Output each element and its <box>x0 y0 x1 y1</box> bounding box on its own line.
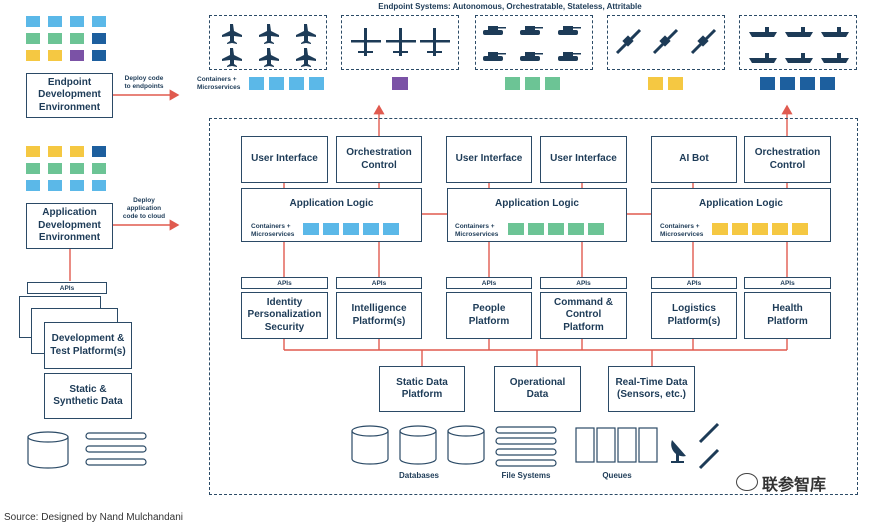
real-time-data: Real-Time Data (Sensors, etc.) <box>608 366 695 412</box>
endpoint-group-ships <box>739 15 857 70</box>
deploy-endpoints-label: Deploy code to endpoints <box>124 75 164 90</box>
app-logic-1-title: Application Logic <box>289 198 374 209</box>
dev-test-platform: Development & Test Platform(s) <box>44 322 132 369</box>
queues-label: Queues <box>602 471 632 480</box>
static-synthetic-data: Static & Synthetic Data <box>44 373 132 419</box>
api-box-4: APIs <box>540 277 627 289</box>
cloud-container <box>209 118 858 495</box>
orchestration-control-2: Orchestration Control <box>744 136 831 183</box>
static-data-platform: Static Data Platform <box>379 366 465 412</box>
api-box-2: APIs <box>336 277 422 289</box>
endpoint-container-purple <box>392 77 408 90</box>
app-logic-3-title: Application Logic <box>699 198 783 209</box>
watermark-text: 联参智库 <box>762 477 827 494</box>
identity-platform: Identity Personalization Security <box>241 292 328 339</box>
ui-box-3: User Interface <box>540 136 627 183</box>
app-logic-2-containers-label: Containers + Microservices <box>455 223 499 238</box>
deploy-cloud-label: Deploy application code to cloud <box>122 197 166 220</box>
endpoint-group-tanks <box>475 15 593 70</box>
file-systems-label: File Systems <box>501 471 551 480</box>
watermark-logo-icon <box>736 473 758 491</box>
command-control-platform: Command & Control Platform <box>540 292 627 339</box>
endpoint-group-drones <box>341 15 459 70</box>
databases-label: Databases <box>398 471 440 480</box>
app-logic-3-containers-label: Containers + Microservices <box>660 223 704 238</box>
intelligence-platform: Intelligence Platform(s) <box>336 292 422 339</box>
ui-box-2: User Interface <box>446 136 532 183</box>
app-logic-2-title: Application Logic <box>495 198 579 209</box>
ai-bot-box: AI Bot <box>651 136 737 183</box>
left-apis-box: APIs <box>27 282 107 294</box>
api-box-6: APIs <box>744 277 831 289</box>
health-platform: Health Platform <box>744 292 831 339</box>
logistics-platform: Logistics Platform(s) <box>651 292 737 339</box>
endpoint-dev-environment: Endpoint Development Environment <box>26 73 113 118</box>
ui-box-1: User Interface <box>241 136 328 183</box>
app-dev-environment: Application Development Environment <box>26 203 113 249</box>
people-platform: People Platform <box>446 292 532 339</box>
endpoint-containers-label: Containers + Microservices <box>197 76 241 91</box>
source-note: Source: Designed by Nand Mulchandani <box>4 512 183 523</box>
endpoint-palette <box>26 16 116 66</box>
app-logic-1-containers-label: Containers + Microservices <box>251 223 295 238</box>
endpoint-group-jets <box>209 15 327 70</box>
api-box-1: APIs <box>241 277 328 289</box>
api-box-5: APIs <box>651 277 737 289</box>
operational-data: Operational Data <box>494 366 581 412</box>
endpoint-group-satellites <box>607 15 725 70</box>
orchestration-control-1: Orchestration Control <box>336 136 422 183</box>
app-palette <box>26 146 116 196</box>
page-title: Endpoint Systems: Autonomous, Orchestrat… <box>378 2 642 11</box>
api-box-3: APIs <box>446 277 532 289</box>
